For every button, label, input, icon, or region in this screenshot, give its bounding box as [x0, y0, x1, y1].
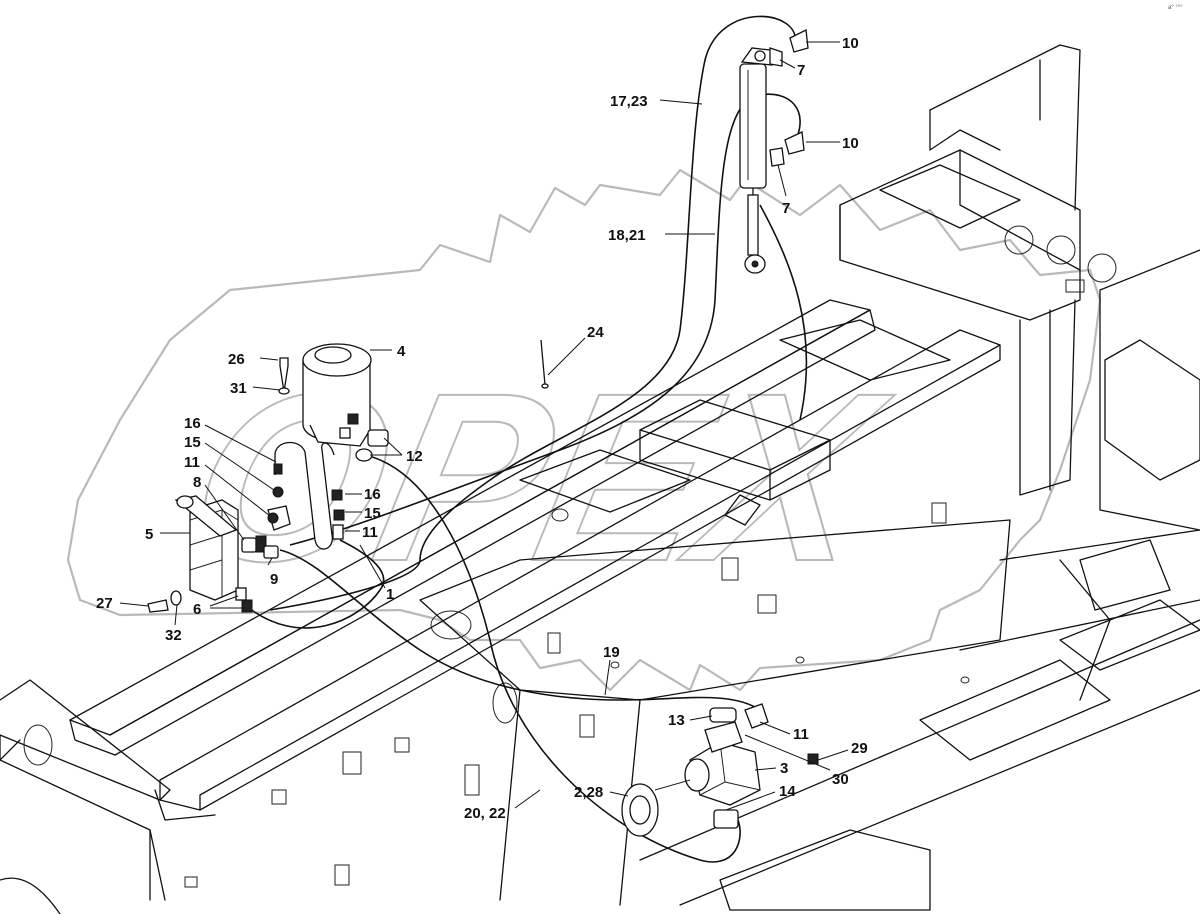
- callout-27: 27: [96, 595, 113, 612]
- callout-12: 12: [406, 448, 423, 465]
- callout-14: 14: [779, 783, 796, 800]
- callout-16-left: 16: [184, 415, 201, 432]
- hose-19: [279, 549, 761, 711]
- callout-18-21: 18,21: [608, 227, 646, 244]
- callout-15-left: 15: [184, 434, 201, 451]
- callout-7-upper: 7: [797, 62, 805, 79]
- callout-9: 9: [270, 571, 278, 588]
- watermark: OPEX: [66, 168, 1102, 692]
- bolts-washers: [147, 339, 549, 613]
- callout-2-28: 2,28: [574, 784, 603, 801]
- callout-6: 6: [193, 601, 201, 618]
- callout-32: 32: [165, 627, 182, 644]
- callout-17-23: 17,23: [610, 93, 648, 110]
- hose-1: [244, 539, 385, 629]
- callout-11-left: 11: [184, 454, 200, 471]
- cylinder: [739, 29, 809, 274]
- valve-block: [174, 486, 291, 613]
- hose-20-22: [364, 454, 741, 863]
- callout-1: 1: [386, 586, 394, 603]
- chassis-frame: [0, 44, 1200, 914]
- callout-10-lower: 10: [842, 135, 859, 152]
- callout-3: 3: [780, 760, 788, 777]
- leader-lines: [119, 41, 849, 811]
- callout-13: 13: [668, 712, 685, 729]
- corner-mark: a° °°°: [1168, 5, 1183, 11]
- hose-17-23: [269, 15, 796, 611]
- callout-10-upper: 10: [842, 35, 859, 52]
- callout-7-lower: 7: [782, 200, 790, 217]
- callout-15-right: 15: [364, 505, 381, 522]
- callout-11-pump: 11: [793, 726, 809, 743]
- callout-31: 31: [230, 380, 247, 397]
- hydraulic-pump: [621, 703, 819, 837]
- callout-16-right: 16: [364, 486, 381, 503]
- callout-labels: 10 7 17,23 10 7 18,21 24 26 4 31 16 12 1…: [96, 35, 868, 822]
- callout-5: 5: [145, 526, 153, 543]
- callout-19: 19: [603, 644, 620, 661]
- callout-8: 8: [193, 474, 201, 491]
- callout-26: 26: [228, 351, 245, 368]
- callout-24: 24: [587, 324, 604, 341]
- callout-20-22: 20, 22: [464, 805, 506, 822]
- watermark-gear-outline: [66, 168, 1102, 692]
- return-line-loop: [273, 441, 345, 550]
- callout-30: 30: [832, 771, 849, 788]
- callout-4: 4: [397, 343, 406, 360]
- watermark-text: OPEX: [170, 343, 906, 611]
- callout-29: 29: [851, 740, 868, 757]
- callout-11-right: 11: [362, 524, 378, 541]
- reservoir-tank: [302, 343, 389, 462]
